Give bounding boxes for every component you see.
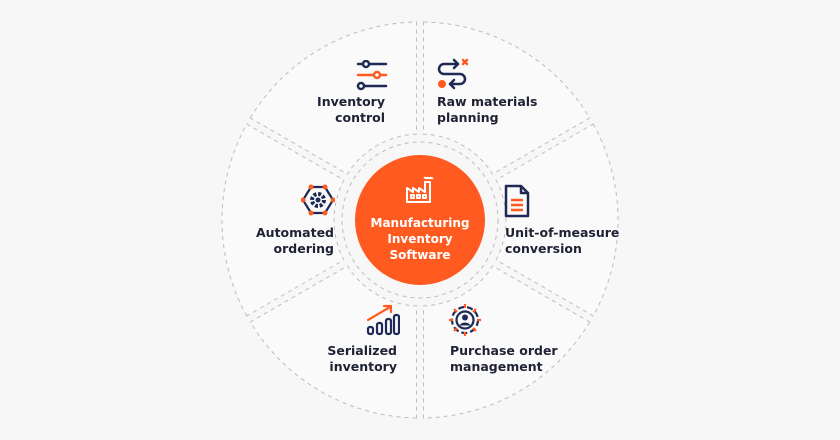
segment-purchase-order-management [249,265,418,419]
growth-chart-icon [366,304,400,336]
center-circle [355,155,485,285]
gear-hexagon-icon [301,184,335,216]
segment-inventory-control [422,21,591,175]
segment-serialized-inventory [221,123,345,317]
sliders-icon [356,60,388,91]
document-icon [504,184,530,218]
route-icon [437,58,469,90]
center-title: Manufacturing Inventory Software [370,216,470,262]
factory-icon [406,176,434,203]
user-target-icon [449,304,481,336]
segment-raw-materials-planning [495,123,619,317]
segment-unit-of-measure-conversion [422,265,591,419]
segment-automated-ordering [249,21,418,175]
inner-dashed-ring [341,141,499,299]
